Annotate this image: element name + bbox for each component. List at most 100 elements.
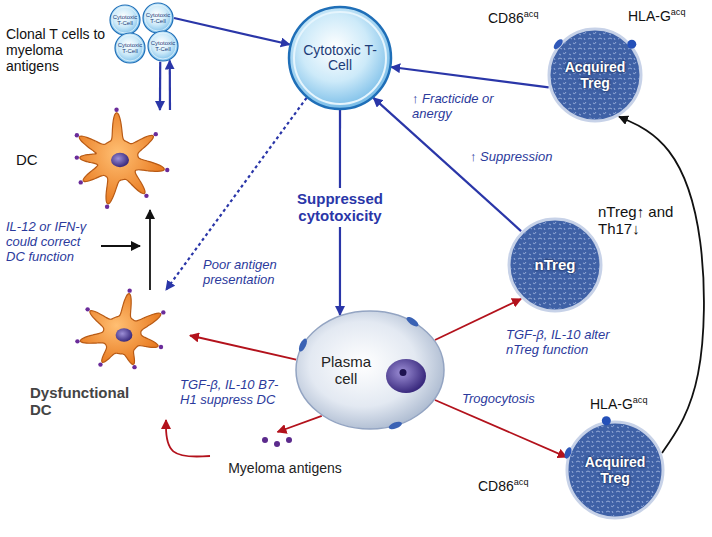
node-text: Cytotoxic T-Cell bbox=[151, 40, 176, 53]
edge-label: ↑ Suppression bbox=[470, 150, 570, 165]
dendrite-body bbox=[80, 294, 160, 365]
label-slot: Poor antigen presentation bbox=[203, 258, 295, 288]
clonal-tcell: Cytotoxic T-Cell bbox=[109, 4, 141, 36]
group-label: Clonal T cells to myeloma antigens bbox=[6, 26, 116, 74]
cell-texture bbox=[551, 31, 639, 119]
label-slot: Trogocytosis bbox=[462, 392, 562, 407]
label-slot: Suppressed cytotoxicity bbox=[280, 188, 400, 227]
edge-label: Suppressed cytotoxicity bbox=[280, 188, 400, 227]
edge-label: TGF-β, IL-10 alter nTreg function bbox=[506, 328, 638, 358]
surface-molecule bbox=[297, 337, 308, 352]
nucleus bbox=[116, 328, 133, 341]
ntreg-cell: nTreg bbox=[507, 217, 603, 313]
superscript: acq bbox=[671, 7, 686, 17]
marker-label: CD86acq bbox=[478, 478, 528, 494]
node-text: Plasma cell bbox=[317, 353, 375, 388]
node-text: Cytotoxic T-Cell bbox=[118, 42, 143, 55]
antigen-dot bbox=[154, 132, 158, 136]
acquired-treg: Acquired Treg bbox=[547, 27, 643, 123]
antigen-dot bbox=[159, 345, 163, 349]
plasma-cell: Plasma cell bbox=[295, 310, 445, 430]
antigen-dot bbox=[165, 168, 169, 172]
myeloma-antigens: Myeloma antigens bbox=[210, 432, 360, 480]
node-text: Cytotoxic T-Cell bbox=[300, 43, 381, 72]
arrow-connector bbox=[190, 336, 296, 360]
cytotoxic-tcell: Cytotoxic T-Cell bbox=[288, 6, 392, 110]
note-label: nTreg↑ and Th17↓ bbox=[598, 203, 690, 238]
cell-membrane bbox=[509, 219, 601, 311]
antigen-dot bbox=[274, 441, 280, 447]
node-text: Cytotoxic T-Cell bbox=[113, 14, 138, 27]
connectors bbox=[150, 18, 704, 457]
antigen-dot bbox=[75, 133, 79, 137]
antigen-dot bbox=[85, 307, 89, 311]
cd86-marker bbox=[552, 38, 564, 51]
marker-label: HLA-Gacq bbox=[590, 396, 647, 412]
antigen-dot bbox=[161, 310, 165, 314]
antigen-dot bbox=[75, 339, 79, 343]
cell-membrane bbox=[296, 311, 444, 429]
cell-membrane bbox=[549, 29, 641, 121]
arrow-connector bbox=[174, 18, 290, 45]
dendritic-cell: DC bbox=[10, 110, 180, 210]
node-text: nTreg bbox=[535, 256, 576, 273]
label-slot: HLA-Gacq bbox=[628, 8, 685, 24]
arrow-connector bbox=[391, 67, 548, 87]
cell-membrane bbox=[289, 7, 391, 109]
node-text: Dysfunctional DC bbox=[30, 384, 150, 419]
cell-rim bbox=[112, 7, 138, 33]
cell-texture bbox=[511, 221, 599, 309]
label-slot: CD86acq bbox=[478, 478, 528, 494]
nucleus bbox=[111, 153, 129, 167]
label-slot: CD86acq bbox=[488, 10, 538, 26]
nucleus bbox=[386, 359, 426, 393]
label-slot: nTreg↑ and Th17↓ bbox=[598, 203, 690, 238]
antigen-dot bbox=[286, 437, 292, 443]
edge-label: Poor antigen presentation bbox=[203, 258, 295, 288]
surface-molecule bbox=[388, 420, 403, 430]
antigen-dot bbox=[144, 194, 148, 198]
arrow-connector bbox=[435, 400, 567, 457]
cell-membrane bbox=[567, 422, 663, 518]
label-slot: IL-12 or IFN-γ could correct DC function bbox=[6, 220, 98, 265]
label-slot: ↑ Fracticide or anergy bbox=[412, 92, 507, 122]
label-slot: HLA-Gacq bbox=[590, 396, 647, 412]
nucleolus bbox=[400, 369, 407, 376]
cell-membrane bbox=[115, 33, 145, 63]
hlag-marker bbox=[602, 416, 611, 425]
cell-rim bbox=[294, 12, 386, 104]
marker-label: CD86acq bbox=[488, 10, 538, 26]
arrow-connector bbox=[166, 420, 210, 457]
node-text: Cytotoxic T-Cell bbox=[146, 12, 171, 25]
arrow-connector bbox=[278, 416, 322, 432]
node-text: Acquired Treg bbox=[561, 59, 630, 91]
clonal-tcell: Cytotoxic T-Cell bbox=[147, 30, 179, 62]
label-slot: TGF-β, IL-10 alter nTreg function bbox=[506, 328, 638, 358]
marker-label: HLA-Gacq bbox=[628, 8, 685, 24]
clonal-tcell: Cytotoxic T-Cell bbox=[114, 32, 146, 64]
cell-rim bbox=[145, 5, 171, 31]
leader-arrow bbox=[101, 246, 140, 247]
cd86-marker bbox=[563, 446, 573, 459]
surface-molecule bbox=[405, 315, 420, 328]
clonal-tcell: Cytotoxic T-Cell bbox=[142, 2, 174, 34]
cell-rim bbox=[150, 33, 176, 59]
antigen-dot bbox=[127, 288, 131, 292]
acquired-treg: Acquired Treg bbox=[565, 420, 665, 520]
edge-label: Trogocytosis bbox=[462, 392, 562, 407]
antigen-dot bbox=[132, 365, 136, 369]
antigen-dot bbox=[79, 180, 83, 184]
edge-label: ↑ Fracticide or anergy bbox=[412, 92, 507, 122]
note-label: IL-12 or IFN-γ could correct DC function bbox=[6, 220, 98, 265]
label-slot: Clonal T cells to myeloma antigens bbox=[6, 26, 116, 74]
antigen-dot bbox=[75, 155, 79, 159]
arrow-connector bbox=[159, 62, 161, 110]
antigen-dot bbox=[114, 108, 118, 112]
hlag-marker bbox=[627, 40, 636, 49]
node-text: DC bbox=[16, 151, 38, 168]
label-slot: TGF-β, IL-10 B7-H1 suppress DC bbox=[180, 378, 292, 408]
cell-rim bbox=[117, 35, 143, 61]
arrow-connector bbox=[169, 61, 171, 110]
leader-line bbox=[101, 245, 140, 247]
